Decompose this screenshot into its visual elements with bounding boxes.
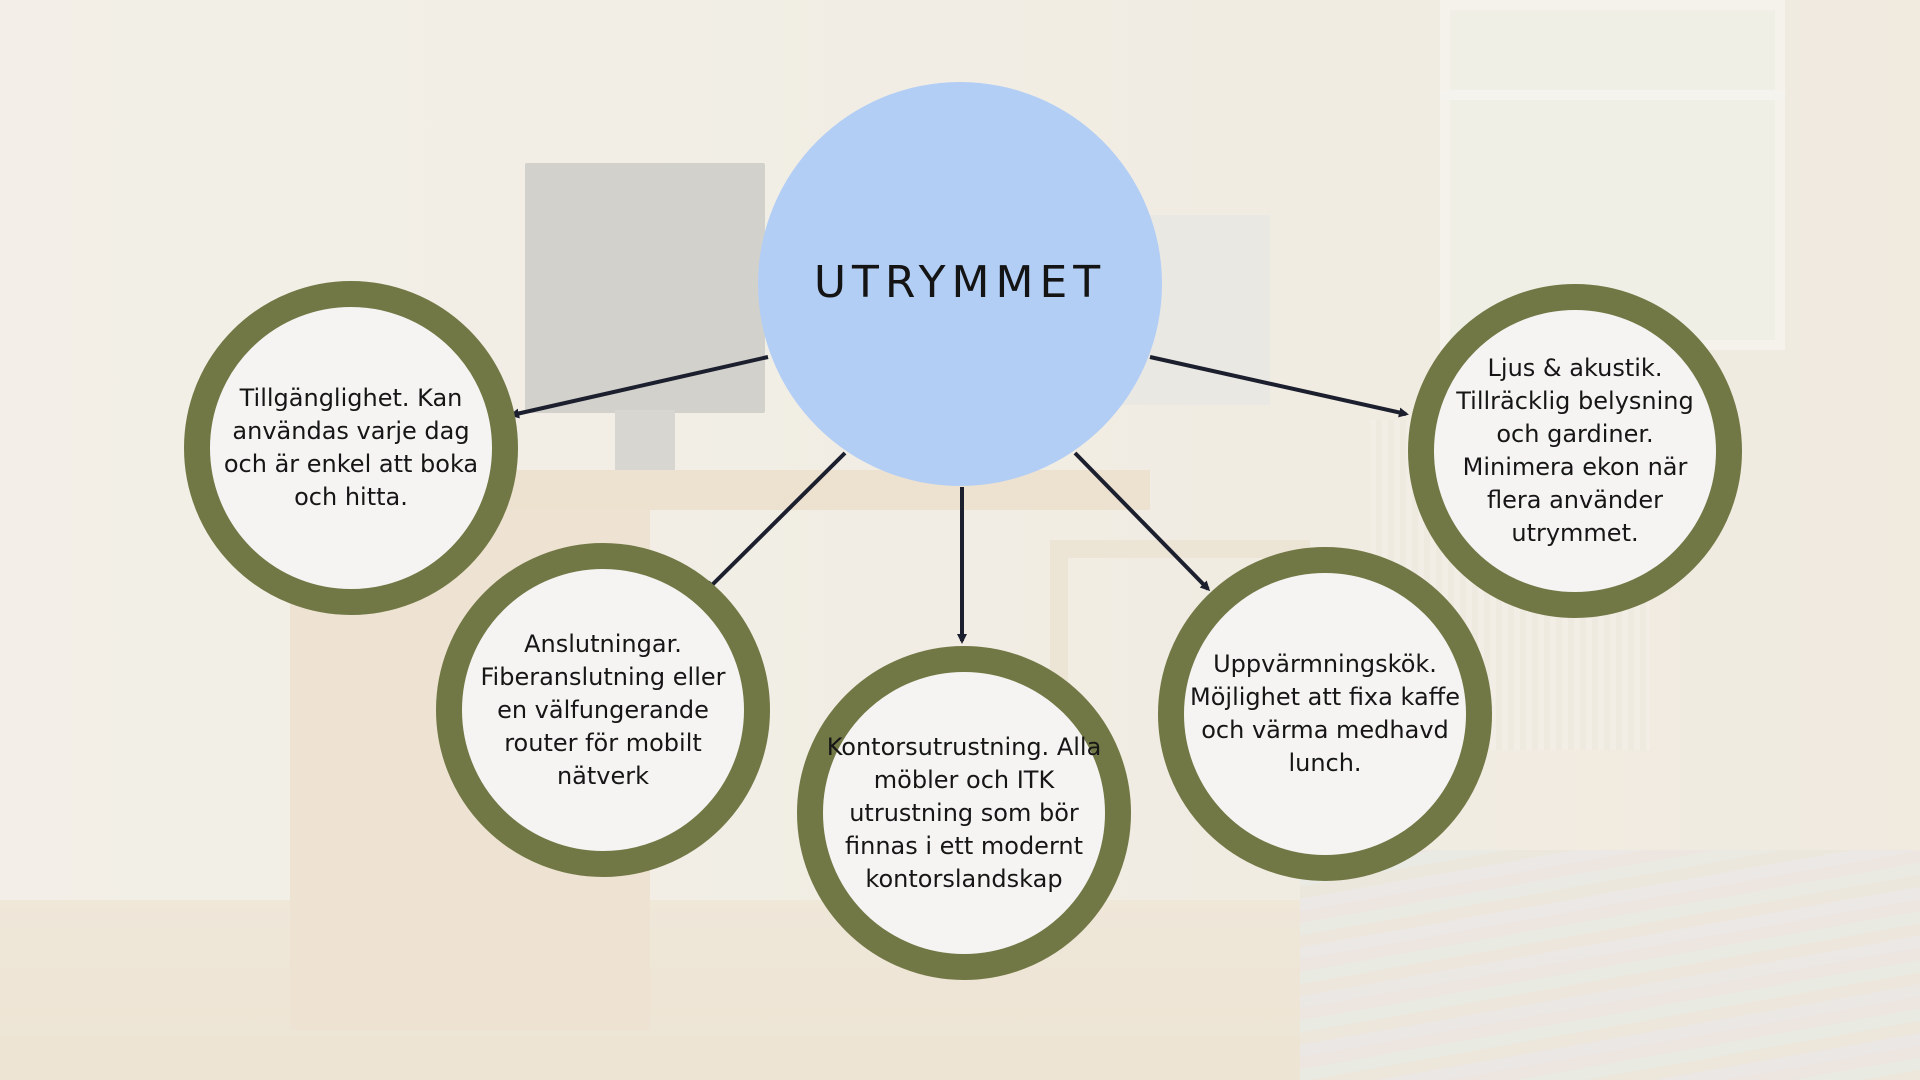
node-office-equipment: Kontorsutrustning. Alla möbler och ITK u… — [797, 646, 1131, 980]
node-kitchen-text: Uppvärmningskök. Möjlighet att fixa kaff… — [1190, 650, 1460, 777]
node-accessibility-text: Tillgänglighet. Kan användas varje dag o… — [223, 384, 479, 511]
connector-arrow-1 — [509, 355, 769, 419]
connector-arrow-2 — [705, 451, 847, 592]
node-kitchen: Uppvärmningskök. Möjlighet att fixa kaff… — [1158, 547, 1492, 881]
node-connections-text: Anslutningar. Fiberanslutning eller en v… — [480, 629, 726, 790]
node-light-acoustics: Ljus & akustik. Tillräcklig belysning oc… — [1408, 284, 1742, 618]
hub-circle: UTRYMMET — [758, 82, 1162, 486]
connector-arrow-5 — [1149, 355, 1409, 418]
connector-arrow-4 — [1073, 451, 1211, 592]
node-office-equipment-text: Kontorsutrustning. Alla möbler och ITK u… — [826, 732, 1102, 893]
hub-title: UTRYMMET — [813, 256, 1107, 308]
node-connections: Anslutningar. Fiberanslutning eller en v… — [436, 543, 770, 877]
node-light-acoustics-text: Ljus & akustik. Tillräcklig belysning oc… — [1456, 354, 1694, 547]
node-accessibility: Tillgänglighet. Kan användas varje dag o… — [184, 281, 518, 615]
